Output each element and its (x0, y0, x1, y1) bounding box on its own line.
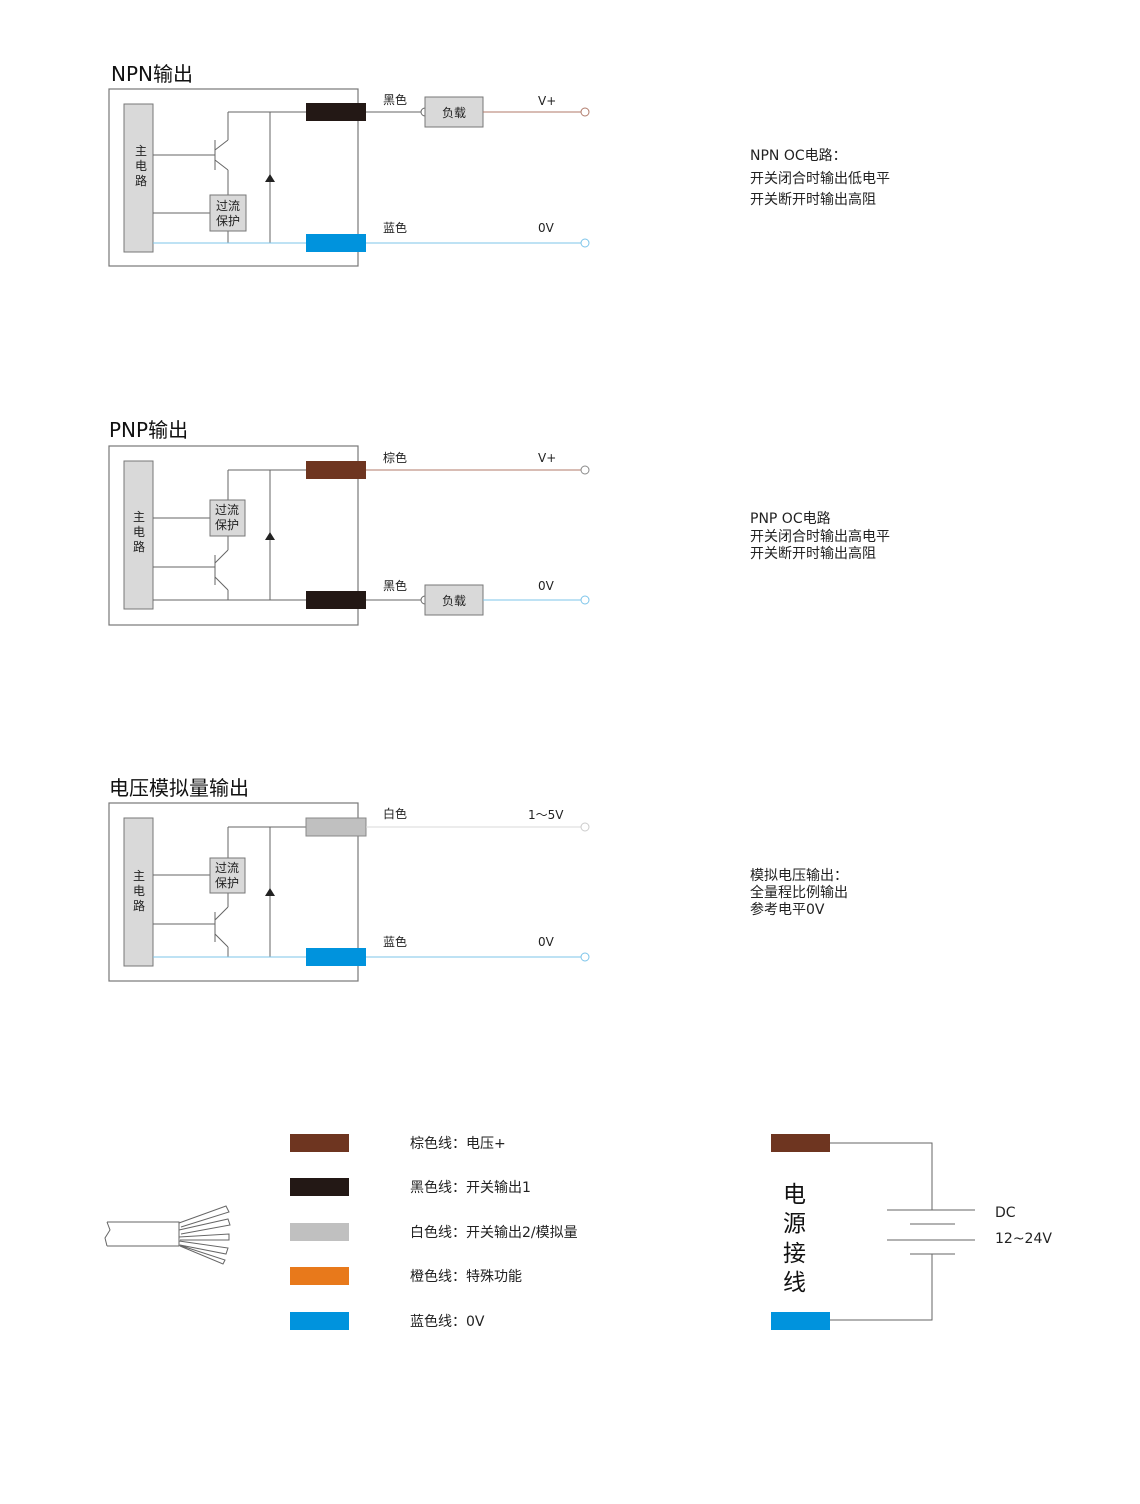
terminal-icon (580, 595, 590, 605)
power-title: 接 (783, 1241, 806, 1267)
main-circuit-block (123, 817, 154, 967)
load-box (424, 96, 484, 128)
main-circuit-label: 主 (133, 869, 145, 883)
load-label: 负载 (442, 594, 466, 608)
pnp-note: 开关断开时输出高阻 (750, 545, 876, 562)
wire-label: 棕色 (383, 450, 407, 465)
legend-label: 棕色线：电压+ (410, 1135, 506, 1152)
battery-icon (830, 1142, 975, 1321)
transistor-icon (214, 139, 229, 171)
terminal-icon (580, 238, 590, 248)
voltage-label: 0V (538, 221, 555, 235)
main-circuit-label: 路 (133, 898, 145, 913)
npn-section: NPN输出 主 电 路 过流 保护 负载 黑色 V+ 蓝色 0V NPN OC电… (108, 62, 890, 267)
power-wiring: 电 源 接 线 DC 12~24V (771, 1134, 1052, 1330)
circuit-wires (153, 111, 306, 243)
main-circuit-label: 电 (133, 884, 145, 898)
wire-label: 白色 (383, 806, 407, 821)
analog-title: 电压模拟量输出 (109, 776, 249, 800)
main-circuit-label: 电 (133, 525, 145, 539)
blue-connector (771, 1312, 830, 1330)
pnp-note: 开关闭合时输出高电平 (750, 528, 890, 545)
main-circuit-block (123, 460, 154, 610)
voltage-label: V+ (538, 451, 556, 465)
wire-label: 蓝色 (383, 935, 407, 949)
wire-label: 黑色 (383, 579, 407, 593)
black-swatch (290, 1178, 349, 1196)
analog-note: 全量程比例输出 (750, 884, 848, 901)
overcurrent-protect-block (209, 194, 247, 232)
load-box (424, 584, 484, 616)
transistor-icon (214, 549, 229, 591)
protect-label: 保护 (215, 876, 239, 890)
cable-icon (104, 1205, 231, 1265)
power-title: 电 (783, 1182, 806, 1208)
orange-swatch (290, 1267, 349, 1285)
analog-note: 模拟电压输出： (750, 868, 848, 884)
wire-label: 黑色 (383, 93, 407, 107)
legend-label: 黑色线：开关输出1 (410, 1179, 531, 1196)
dc-label: DC (995, 1205, 1016, 1221)
voltage-label: 0V (538, 579, 555, 593)
protect-label: 过流 (215, 861, 239, 875)
main-circuit-label: 路 (133, 539, 145, 554)
npn-note: 开关断开时输出高阻 (750, 191, 876, 208)
terminal-icon (580, 822, 590, 832)
main-circuit-label: 主 (135, 144, 147, 158)
pnp-note: PNP OC电路 (750, 511, 831, 527)
analog-note: 参考电平0V (750, 901, 825, 918)
overcurrent-protect-block (209, 857, 246, 894)
protect-label: 过流 (216, 199, 240, 213)
main-circuit-label: 主 (133, 510, 145, 524)
diode-icon (265, 888, 275, 896)
protect-label: 保护 (215, 518, 239, 532)
legend-label: 橙色线：特殊功能 (410, 1268, 522, 1285)
power-title: 线 (783, 1270, 806, 1296)
analog-section: 电压模拟量输出 主 电 路 过流 保护 白色 1～5V 蓝色 0V 模拟电压输出… (108, 776, 848, 982)
brown-swatch (290, 1134, 349, 1152)
npn-note: 开关闭合时输出低电平 (750, 171, 890, 187)
white-swatch (290, 1223, 349, 1241)
black-connector (306, 103, 366, 121)
legend-label: 白色线：开关输出2/模拟量 (410, 1224, 578, 1241)
overcurrent-protect-block (209, 499, 246, 537)
main-circuit-label: 路 (135, 173, 147, 188)
load-label: 负载 (442, 106, 466, 120)
transistor-icon (214, 906, 229, 948)
voltage-label: 1～5V (528, 808, 564, 822)
protect-label: 保护 (216, 214, 240, 228)
protect-label: 过流 (215, 503, 239, 517)
color-legend: 棕色线：电压+ 黑色线：开关输出1 白色线：开关输出2/模拟量 橙色线：特殊功能… (290, 1134, 578, 1330)
terminal-icon (580, 107, 590, 117)
voltage-range-label: 12~24V (995, 1231, 1052, 1247)
npn-title: NPN输出 (111, 62, 193, 86)
main-circuit-label: 电 (135, 159, 147, 173)
diode-icon (265, 532, 275, 540)
wire-label: 蓝色 (383, 221, 407, 235)
brown-connector (771, 1134, 830, 1152)
brown-connector (306, 461, 366, 479)
voltage-label: V+ (538, 94, 556, 108)
terminal-icon (580, 465, 590, 475)
pnp-title: PNP输出 (109, 418, 188, 442)
terminal-icon (580, 952, 590, 962)
blue-connector (306, 948, 366, 966)
main-circuit-block (123, 103, 154, 253)
voltage-label: 0V (538, 935, 555, 949)
blue-swatch (290, 1312, 349, 1330)
pnp-section: PNP输出 主 电 路 过流 保护 负载 棕色 V+ 黑色 0V PNP OC电… (108, 418, 890, 626)
circuit-wires (153, 826, 306, 957)
power-title: 源 (783, 1211, 806, 1237)
blue-connector (306, 234, 366, 252)
npn-note: NPN OC电路： (750, 148, 847, 164)
white-connector (305, 817, 367, 837)
black-connector (306, 591, 366, 609)
diode-icon (265, 174, 275, 182)
legend-label: 蓝色线：0V (410, 1313, 485, 1330)
